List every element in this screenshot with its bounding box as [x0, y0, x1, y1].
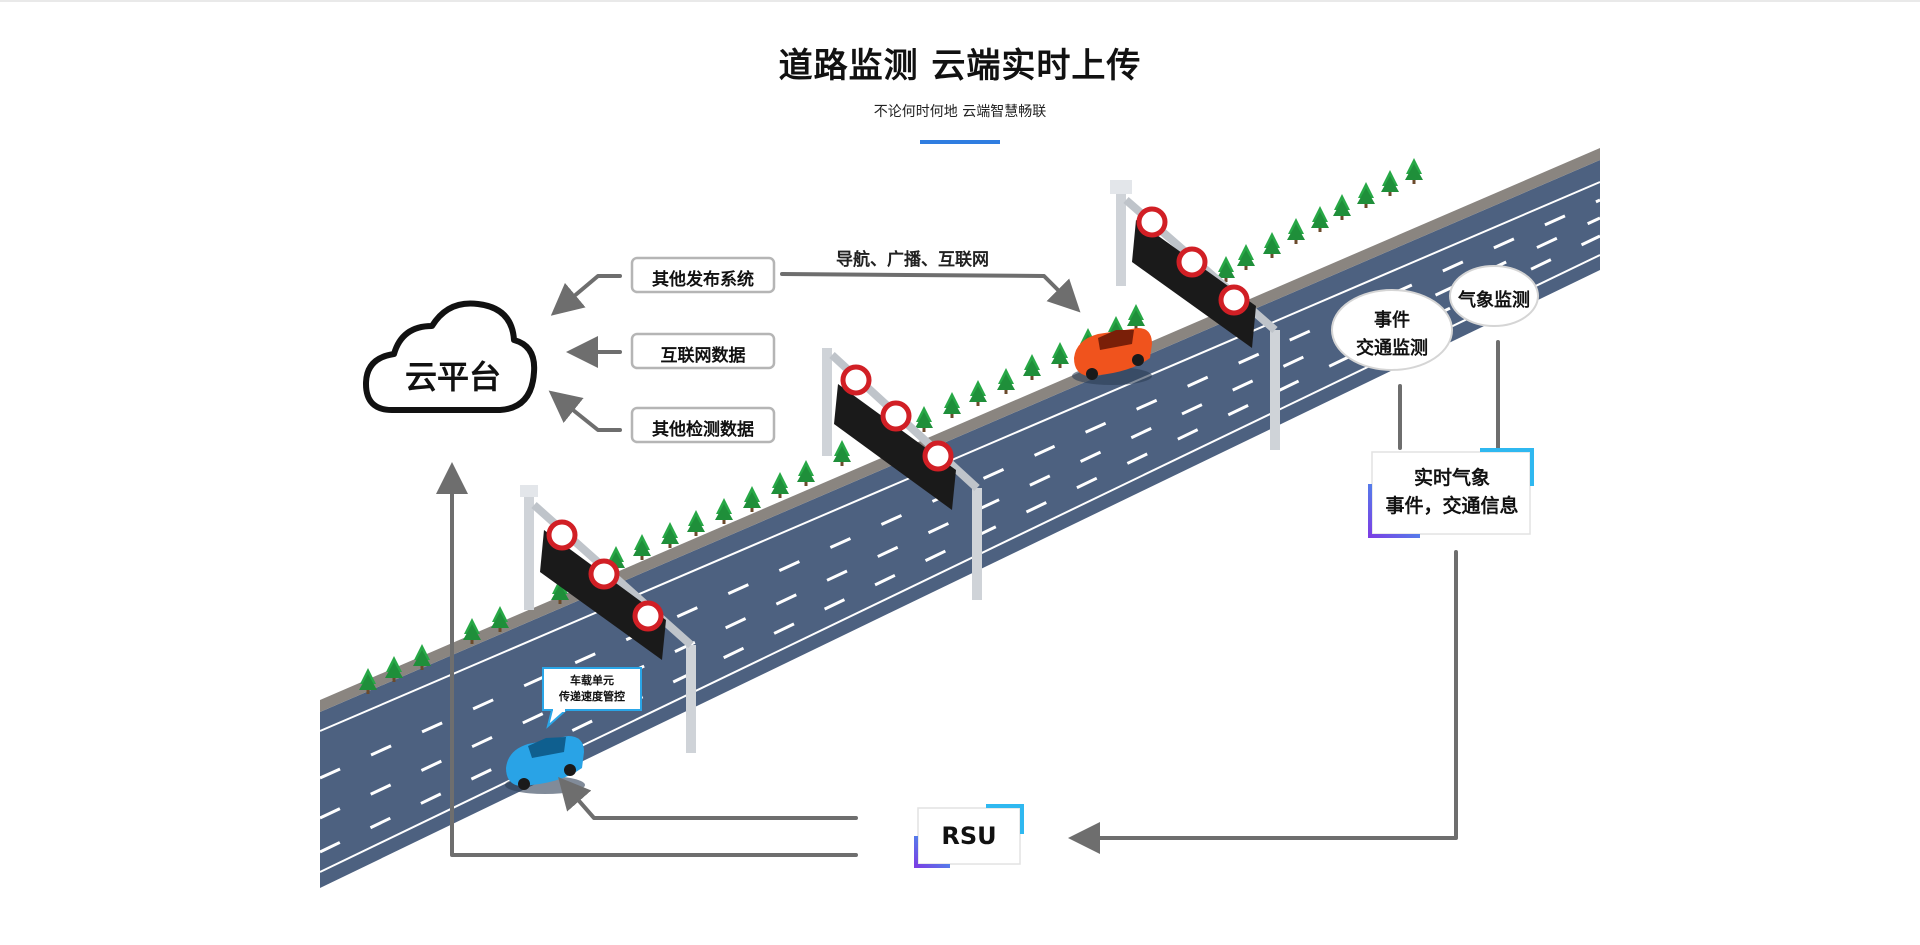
event-monitor-bubble — [1331, 289, 1453, 371]
source-box-detection — [630, 406, 776, 444]
car-callout-line2: 传递速度管控 — [559, 690, 625, 703]
car-unit-callout — [542, 667, 642, 729]
gantry-pole — [524, 495, 534, 610]
rsu-label: RSU — [941, 822, 997, 850]
tree — [1023, 354, 1041, 380]
gantry-sign — [822, 348, 982, 600]
gantry-sign — [520, 485, 696, 753]
tree — [969, 380, 987, 406]
page-header: 道路监测 云端实时上传 不论何时何地 云端智慧畅联 — [0, 38, 1920, 121]
event-bubble-line1: 事件 — [1374, 310, 1410, 331]
source-box-publish — [630, 256, 776, 294]
tree — [1405, 158, 1423, 184]
led-display — [1132, 220, 1256, 348]
info-box-line1: 实时气象 — [1413, 467, 1490, 489]
nav-broadcast-internet-label: 导航、广播、互联网 — [836, 250, 989, 270]
tree — [943, 392, 961, 418]
tree — [715, 498, 733, 524]
page-title: 道路监测 云端实时上传 — [778, 46, 1142, 86]
tree — [997, 368, 1015, 394]
info-box-line2: 事件，交通信息 — [1385, 495, 1519, 517]
speed-limit-sign — [880, 400, 912, 432]
road-edge-line — [319, 181, 1601, 732]
tree — [661, 522, 679, 548]
car-callout-line1: 车载单元 — [570, 674, 614, 687]
realtime-info-box — [1368, 448, 1534, 538]
arrow-rsu-to-cloud — [436, 462, 858, 857]
speed-limit-sign — [922, 440, 954, 472]
arrow-info-to-rsu — [1068, 550, 1458, 854]
gantry-pole — [1270, 330, 1280, 450]
source-publish-label: 其他发布系统 — [652, 270, 754, 290]
arrow-rsu-to-car — [558, 776, 858, 820]
orange-car — [1072, 328, 1152, 385]
gantry-pole — [686, 645, 696, 753]
cloud-icon — [363, 300, 538, 413]
data-flow-arrows — [436, 272, 1500, 857]
arrow-nav-to-road — [780, 272, 1081, 313]
led-display — [834, 384, 956, 510]
cloud-platform-label: 云平台 — [404, 358, 501, 396]
tree — [1237, 244, 1255, 270]
speed-limit-sign — [1218, 284, 1250, 316]
tree — [633, 534, 651, 560]
speed-limit-sign — [1176, 246, 1208, 278]
tree — [915, 406, 933, 432]
led-display — [540, 530, 666, 660]
gantry-sign — [1110, 180, 1280, 450]
gantry-pole — [822, 348, 832, 456]
rsu-box — [914, 804, 1024, 868]
gantry-pole — [1116, 186, 1126, 286]
title-underline — [920, 140, 1000, 144]
gantry-pole — [972, 488, 982, 600]
weather-monitor-bubble — [1449, 265, 1539, 327]
blue-car — [505, 736, 585, 794]
tree — [687, 510, 705, 536]
source-box-internet — [630, 332, 776, 370]
speed-limit-sign — [1136, 206, 1168, 238]
arrow-publish-to-cloud — [550, 274, 622, 316]
tree — [833, 440, 851, 466]
tree — [797, 460, 815, 486]
tree — [743, 486, 761, 512]
tree — [1051, 342, 1069, 368]
tree — [1287, 218, 1305, 244]
speed-limit-sign — [632, 600, 664, 632]
source-detection-label: 其他检测数据 — [652, 420, 754, 440]
speed-limit-sign — [588, 558, 620, 590]
tree — [1381, 170, 1399, 196]
tree — [1127, 304, 1145, 330]
arrow-detection-to-cloud — [548, 390, 622, 432]
road-curb — [320, 148, 1600, 712]
event-bubble-line2: 交通监测 — [1356, 338, 1428, 359]
top-divider — [0, 0, 1920, 2]
weather-bubble-label: 气象监测 — [1458, 290, 1530, 311]
tree — [1357, 182, 1375, 208]
lane-marking — [319, 198, 1601, 780]
speed-limit-sign — [840, 364, 872, 396]
tree — [1263, 232, 1281, 258]
speed-limit-sign — [546, 519, 578, 551]
tree — [1333, 194, 1351, 220]
tree — [771, 472, 789, 498]
tree — [1311, 206, 1329, 232]
source-internet-label: 互联网数据 — [660, 346, 746, 366]
page-subtitle: 不论何时何地 云端智慧畅联 — [873, 104, 1047, 120]
